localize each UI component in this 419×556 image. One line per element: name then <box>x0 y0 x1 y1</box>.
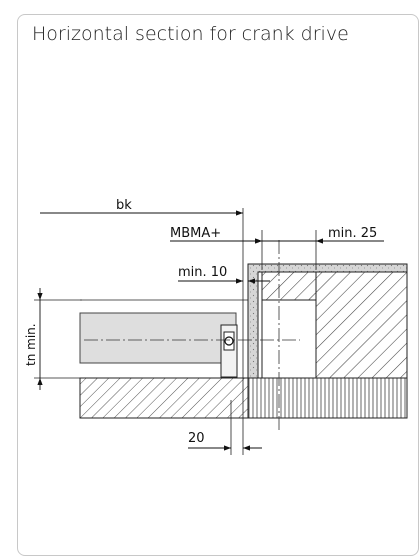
dim-label-mbma: MBMA+ <box>170 226 221 241</box>
wall-block <box>315 269 408 379</box>
dim-label-min10: min. 10 <box>178 265 227 280</box>
wall-header <box>261 269 317 301</box>
floor-slab-right <box>247 377 408 419</box>
dim-label-min25: min. 25 <box>328 226 377 241</box>
door-opening <box>261 299 317 379</box>
frame-profile <box>247 263 408 379</box>
dim-label-20: 20 <box>188 431 205 446</box>
dim-label-bk: bk <box>116 198 132 213</box>
drawing-title: Horizontal section for crank drive <box>32 23 349 45</box>
crank-icon <box>224 336 234 346</box>
dim-label-tn: tn min. <box>24 323 38 366</box>
sliding-panel <box>79 312 237 364</box>
floor-slab-left <box>79 377 249 419</box>
